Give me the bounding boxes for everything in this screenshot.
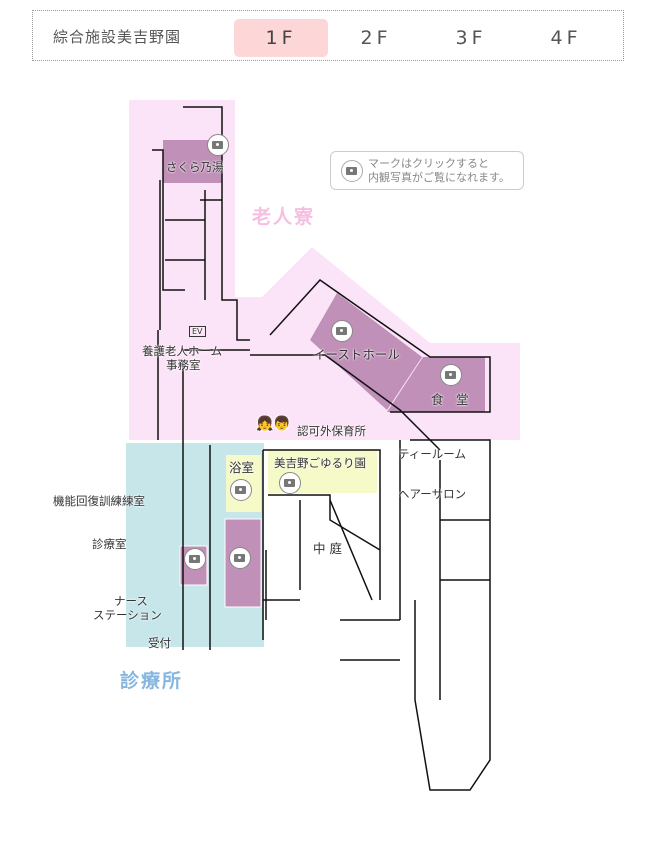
- room-bath: 浴室: [229, 460, 255, 475]
- legend-box: マークはクリックすると内観写真がご覧になれます。: [330, 151, 524, 190]
- room-courtyard: 中 庭: [313, 541, 342, 556]
- room-yururi: 美吉野ごゆるり園: [274, 456, 366, 470]
- floor-selector-header: 綜合施設美吉野園 1F 2F 3F 4F: [32, 10, 624, 61]
- room-dining: 食 堂: [431, 392, 469, 407]
- legend-line2: 内観写真がご覧になれます。: [368, 171, 510, 184]
- room-reception: 受付: [148, 636, 171, 650]
- room-nursery: 認可外保育所: [297, 424, 366, 438]
- tab-2f[interactable]: 2F: [360, 27, 392, 49]
- camera-icon: [341, 160, 363, 182]
- elderly-zone: [129, 100, 520, 440]
- camera-icon-sakura[interactable]: [207, 134, 229, 156]
- room-tea: ティールーム: [398, 447, 466, 461]
- camera-icon-bath[interactable]: [230, 479, 252, 501]
- facility-title: 綜合施設美吉野園: [53, 28, 182, 46]
- walls: [152, 106, 491, 791]
- elevator-label: EV: [189, 326, 206, 337]
- room-exam: 診療室: [92, 537, 127, 551]
- camera-icon-yururi[interactable]: [279, 472, 301, 494]
- tab-4f[interactable]: 4F: [550, 27, 582, 49]
- camera-icon-dining[interactable]: [440, 364, 462, 386]
- tab-3f[interactable]: 3F: [455, 27, 487, 49]
- camera-icon-east-hall[interactable]: [331, 320, 353, 342]
- room-nurse-line1: ナース: [114, 594, 148, 608]
- room-sakura: さくら乃湯: [166, 160, 224, 174]
- zone-clinic: 診療所: [120, 670, 184, 692]
- tab-1f[interactable]: 1F: [234, 19, 328, 57]
- room-office-line1: 養護老人ホーム: [142, 344, 223, 358]
- zone-elderly: 老人寮: [252, 206, 316, 228]
- camera-icon-exam[interactable]: [184, 548, 206, 570]
- room-hair: ヘアーサロン: [398, 487, 467, 501]
- room-rehab: 機能回復訓練練室: [53, 494, 145, 508]
- room-nurse-line2: ステーション: [93, 608, 162, 622]
- room-office-line2: 事務室: [166, 358, 201, 372]
- camera-icon-rehab[interactable]: [229, 547, 251, 569]
- legend-line1: マークはクリックすると: [368, 157, 489, 170]
- children-icon: 👧👦: [256, 416, 291, 432]
- room-east-hall: イーストホール: [313, 347, 400, 362]
